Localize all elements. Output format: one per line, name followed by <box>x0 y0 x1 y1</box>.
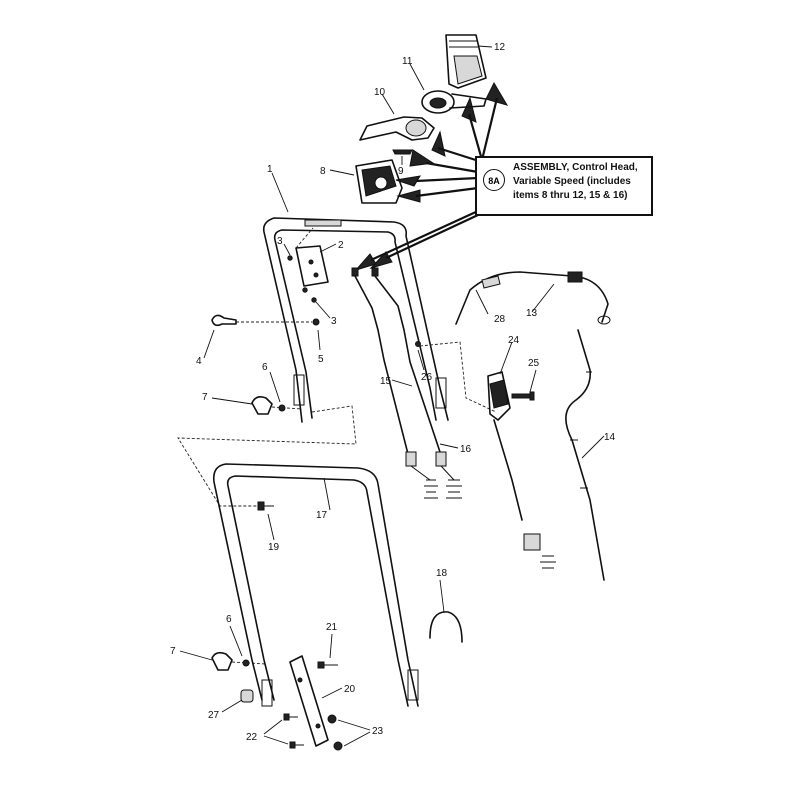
label-3a: 3 <box>277 236 283 247</box>
label-17: 17 <box>316 510 328 521</box>
part-4-knob-bolt <box>211 314 320 327</box>
part-1-upper-handle <box>262 217 449 423</box>
part-25-bolt <box>511 391 535 401</box>
label-27: 27 <box>208 710 220 721</box>
label-23: 23 <box>372 726 384 737</box>
label-16: 16 <box>460 444 472 455</box>
label-15: 15 <box>380 376 392 387</box>
callout-description: ASSEMBLY, Control Head, Variable Speed (… <box>513 162 638 201</box>
label-11: 11 <box>402 56 413 67</box>
part-27-nut <box>240 689 254 703</box>
part-2-plate <box>295 227 329 287</box>
part-11-lever <box>421 90 487 114</box>
part-15-16-cables <box>351 267 462 499</box>
part-18-clip <box>429 611 463 643</box>
label-1: 1 <box>267 164 273 175</box>
label-28: 28 <box>494 314 506 325</box>
label-9: 9 <box>398 166 404 177</box>
part-21-bolt <box>317 661 338 669</box>
assembly-callout: 8A ASSEMBLY, Control Head, Variable Spee… <box>475 156 653 216</box>
label-7a: 7 <box>202 392 208 403</box>
label-24: 24 <box>508 335 520 346</box>
label-12: 12 <box>494 42 506 53</box>
label-22: 22 <box>246 732 258 743</box>
label-7b: 7 <box>170 646 176 657</box>
label-8: 8 <box>320 166 326 177</box>
part-9-clip <box>392 149 413 155</box>
label-26: 26 <box>421 372 433 383</box>
part-labels: 12 11 10 8 9 1 2 3 3 4 5 6 7 15 16 26 24… <box>170 42 616 743</box>
part-24-control <box>487 371 556 569</box>
label-25: 25 <box>528 358 540 369</box>
part-3-screws <box>287 255 317 303</box>
part-22-bolts <box>283 713 304 749</box>
part-6-7-lower-knob <box>211 651 267 671</box>
part-19-bolt <box>257 501 274 511</box>
part-20-bracket <box>289 655 329 747</box>
part-10-bracket <box>359 116 435 141</box>
part-12-grip-cover <box>445 34 487 89</box>
label-5: 5 <box>318 354 324 365</box>
callout-id-badge: 8A <box>483 169 505 191</box>
part-17-lower-handle <box>212 463 419 707</box>
label-4: 4 <box>196 356 202 367</box>
label-10: 10 <box>374 87 386 98</box>
part-8-housing <box>355 159 403 204</box>
part-23-nuts <box>327 714 343 751</box>
part-6-7-upper-knob <box>251 396 303 415</box>
label-21: 21 <box>326 622 338 633</box>
label-3b: 3 <box>331 316 337 327</box>
part-13-28-cable <box>455 271 611 325</box>
label-14: 14 <box>604 432 616 443</box>
label-6a: 6 <box>262 362 268 373</box>
label-20: 20 <box>344 684 356 695</box>
leader-lines <box>179 45 605 747</box>
assembly-guides <box>177 341 497 507</box>
label-6b: 6 <box>226 614 232 625</box>
part-14-cable <box>565 329 605 581</box>
label-2: 2 <box>338 240 344 251</box>
label-19: 19 <box>268 542 280 553</box>
part-26-screw <box>415 341 421 347</box>
label-18: 18 <box>436 568 448 579</box>
label-13: 13 <box>526 308 538 319</box>
